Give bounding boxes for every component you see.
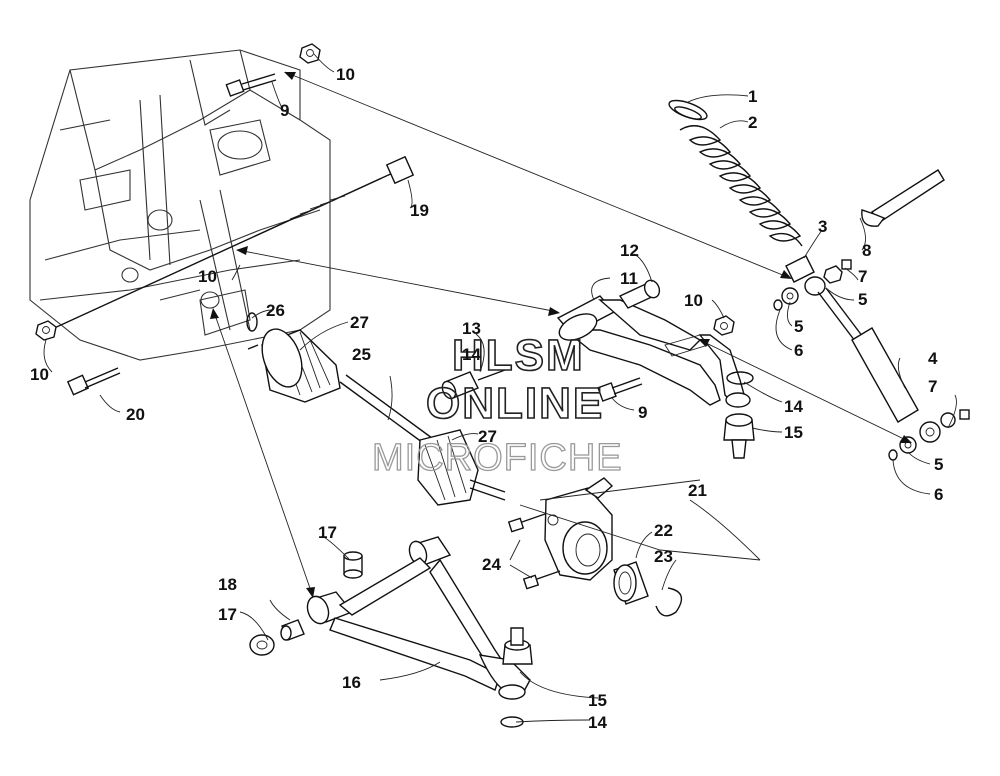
vehicle-frame <box>29 49 331 361</box>
callout-22: 22 <box>654 521 673 540</box>
bearing-22 <box>613 561 649 605</box>
callout-18: 18 <box>218 575 237 594</box>
callout-15-upper: 15 <box>784 423 803 442</box>
snap-ring-23 <box>655 587 683 617</box>
callout-6-a: 6 <box>794 341 803 360</box>
callout-21: 21 <box>688 481 707 500</box>
callout-4: 4 <box>928 349 938 368</box>
bushing-17-upper <box>343 551 363 579</box>
callout-6-b: 6 <box>934 485 943 504</box>
callout-24: 24 <box>482 555 501 574</box>
snap-ring-14-upper <box>726 371 754 385</box>
callout-8: 8 <box>862 241 871 260</box>
callout-10-frame: 10 <box>198 267 217 286</box>
watermark: HLSM ONLINE MICROFICHE <box>371 330 623 479</box>
spring-seat-1 <box>668 99 708 121</box>
callout-26: 26 <box>266 301 285 320</box>
spring-retainer-3 <box>785 255 815 283</box>
coil-spring-2 <box>679 125 803 247</box>
callout-17-lower: 17 <box>218 605 237 624</box>
callout-20: 20 <box>126 405 145 424</box>
washer-26 <box>246 312 258 332</box>
upper-a-arm <box>556 295 751 408</box>
callout-14-upper: 14 <box>784 397 803 416</box>
callout-25: 25 <box>352 345 371 364</box>
callout-5-b: 5 <box>794 317 803 336</box>
watermark-line-2: ONLINE <box>426 379 604 428</box>
callout-13: 13 <box>462 319 481 338</box>
watermark-line-3: MICROFICHE <box>372 437 623 479</box>
bolts-24 <box>507 513 561 590</box>
steering-knuckle <box>544 477 614 581</box>
callout-14-label-left: 14 <box>462 345 481 364</box>
callout-23: 23 <box>654 547 673 566</box>
callout-16: 16 <box>342 673 361 692</box>
callout-1: 1 <box>748 87 757 106</box>
shock-hardware-top <box>773 259 852 311</box>
assembly-arrows <box>210 71 912 598</box>
callout-9-top: 9 <box>280 101 289 120</box>
watermark-line-1: HLSM <box>452 331 585 380</box>
leader-lines <box>43 53 957 723</box>
nut-10-top <box>299 43 321 64</box>
callout-2: 2 <box>748 113 757 132</box>
ball-joint-15-lower <box>502 627 533 665</box>
nut-10-arm <box>713 315 735 336</box>
shock-absorber <box>804 276 941 443</box>
callout-10-top: 10 <box>336 65 355 84</box>
ball-joint-15-upper <box>723 413 755 459</box>
callout-5-a: 5 <box>858 290 867 309</box>
callout-27-upper: 27 <box>350 313 369 332</box>
callout-17-upper: 17 <box>318 523 337 542</box>
callout-9-arm: 9 <box>638 403 647 422</box>
callout-10-left: 10 <box>30 365 49 384</box>
callout-14-lower: 14 <box>588 713 607 732</box>
callout-10-arm: 10 <box>684 291 703 310</box>
callout-12: 12 <box>620 241 639 260</box>
bolt-20 <box>66 367 121 396</box>
bushing-18 <box>280 619 305 641</box>
callout-11: 11 <box>620 269 638 288</box>
callout-3: 3 <box>818 217 827 236</box>
bushing-12 <box>618 279 661 309</box>
callout-19: 19 <box>410 201 429 220</box>
bolt-9-top <box>225 73 277 97</box>
bushing-13 <box>441 369 506 400</box>
lower-a-arm <box>306 536 531 700</box>
callout-15-lower: 15 <box>588 691 607 710</box>
callout-7-a: 7 <box>858 267 867 286</box>
callout-labels: 1 2 3 4 5 5 5 6 6 7 7 8 9 9 10 10 10 10 … <box>30 65 943 732</box>
callout-7-b: 7 <box>928 377 937 396</box>
callout-27-lower: 27 <box>478 427 497 446</box>
cv-axle <box>247 328 506 506</box>
spanner-wrench <box>861 169 945 227</box>
bolt-9-arm <box>597 377 643 402</box>
long-bolt <box>49 155 415 331</box>
callout-5-c: 5 <box>934 455 943 474</box>
bushing-17-lower <box>249 634 275 656</box>
nut-10-left <box>35 320 57 341</box>
